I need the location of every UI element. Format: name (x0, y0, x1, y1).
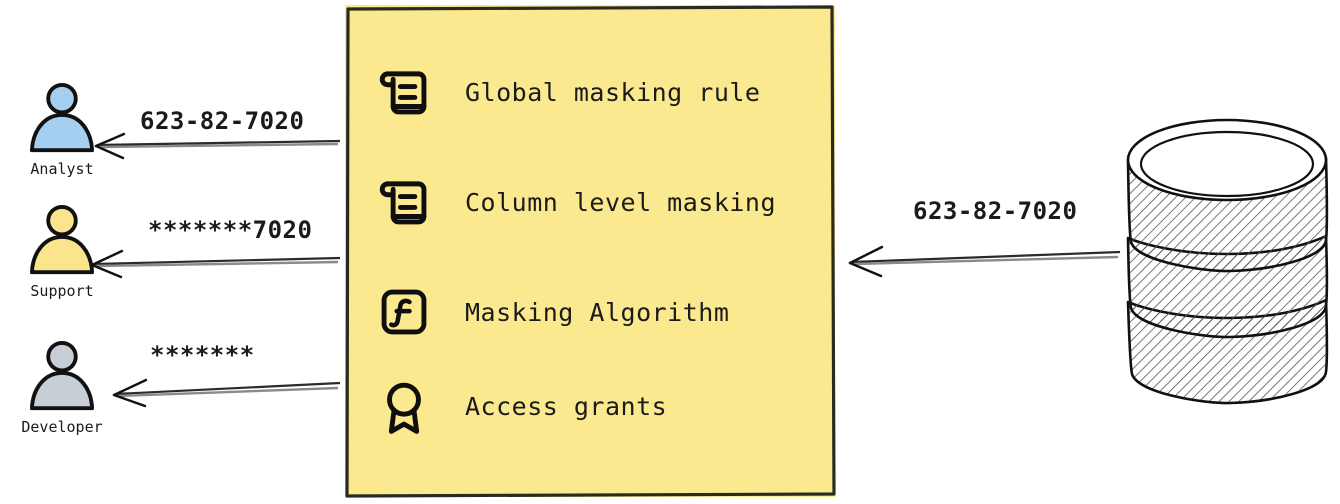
actor-label: Analyst (30, 160, 94, 178)
actor-label: Support (30, 282, 94, 300)
flow-label-support: *******7020 (148, 216, 313, 244)
flow-label-source: 623-82-7020 (913, 197, 1078, 225)
user-icon (29, 82, 95, 153)
actor-analyst[interactable]: Analyst (2, 78, 122, 178)
scroll-icon (375, 173, 433, 231)
arrow-to-analyst (94, 132, 341, 160)
actor-support[interactable]: Support (2, 200, 122, 300)
panel-row-label: Column level masking (465, 187, 777, 217)
actor-developer[interactable]: Developer (2, 336, 122, 436)
flow-label-developer: ******* (150, 341, 255, 369)
arrow-to-developer (112, 378, 341, 408)
actor-label: Developer (21, 418, 103, 436)
user-icon (29, 340, 95, 411)
panel-row[interactable]: Masking Algorithm (375, 283, 729, 341)
flow-label-analyst: 623-82-7020 (140, 107, 305, 135)
database-icon (1112, 112, 1340, 406)
arrow-to-support (90, 249, 341, 279)
scroll-icon (375, 63, 433, 121)
panel-row[interactable]: Access grants (375, 377, 667, 435)
award-ribbon-icon (375, 377, 433, 435)
panel-border (345, 5, 836, 498)
function-icon (375, 283, 433, 341)
arrow-from-database (848, 245, 1121, 278)
user-icon (29, 204, 95, 275)
policy-panel: Global masking rule Column level masking (345, 5, 836, 498)
panel-row[interactable]: Global masking rule (375, 63, 760, 121)
panel-row-label: Masking Algorithm (465, 297, 730, 327)
panel-row[interactable]: Column level masking (375, 173, 776, 231)
panel-row-label: Global masking rule (465, 77, 761, 107)
panel-row-label: Access grants (465, 391, 668, 421)
